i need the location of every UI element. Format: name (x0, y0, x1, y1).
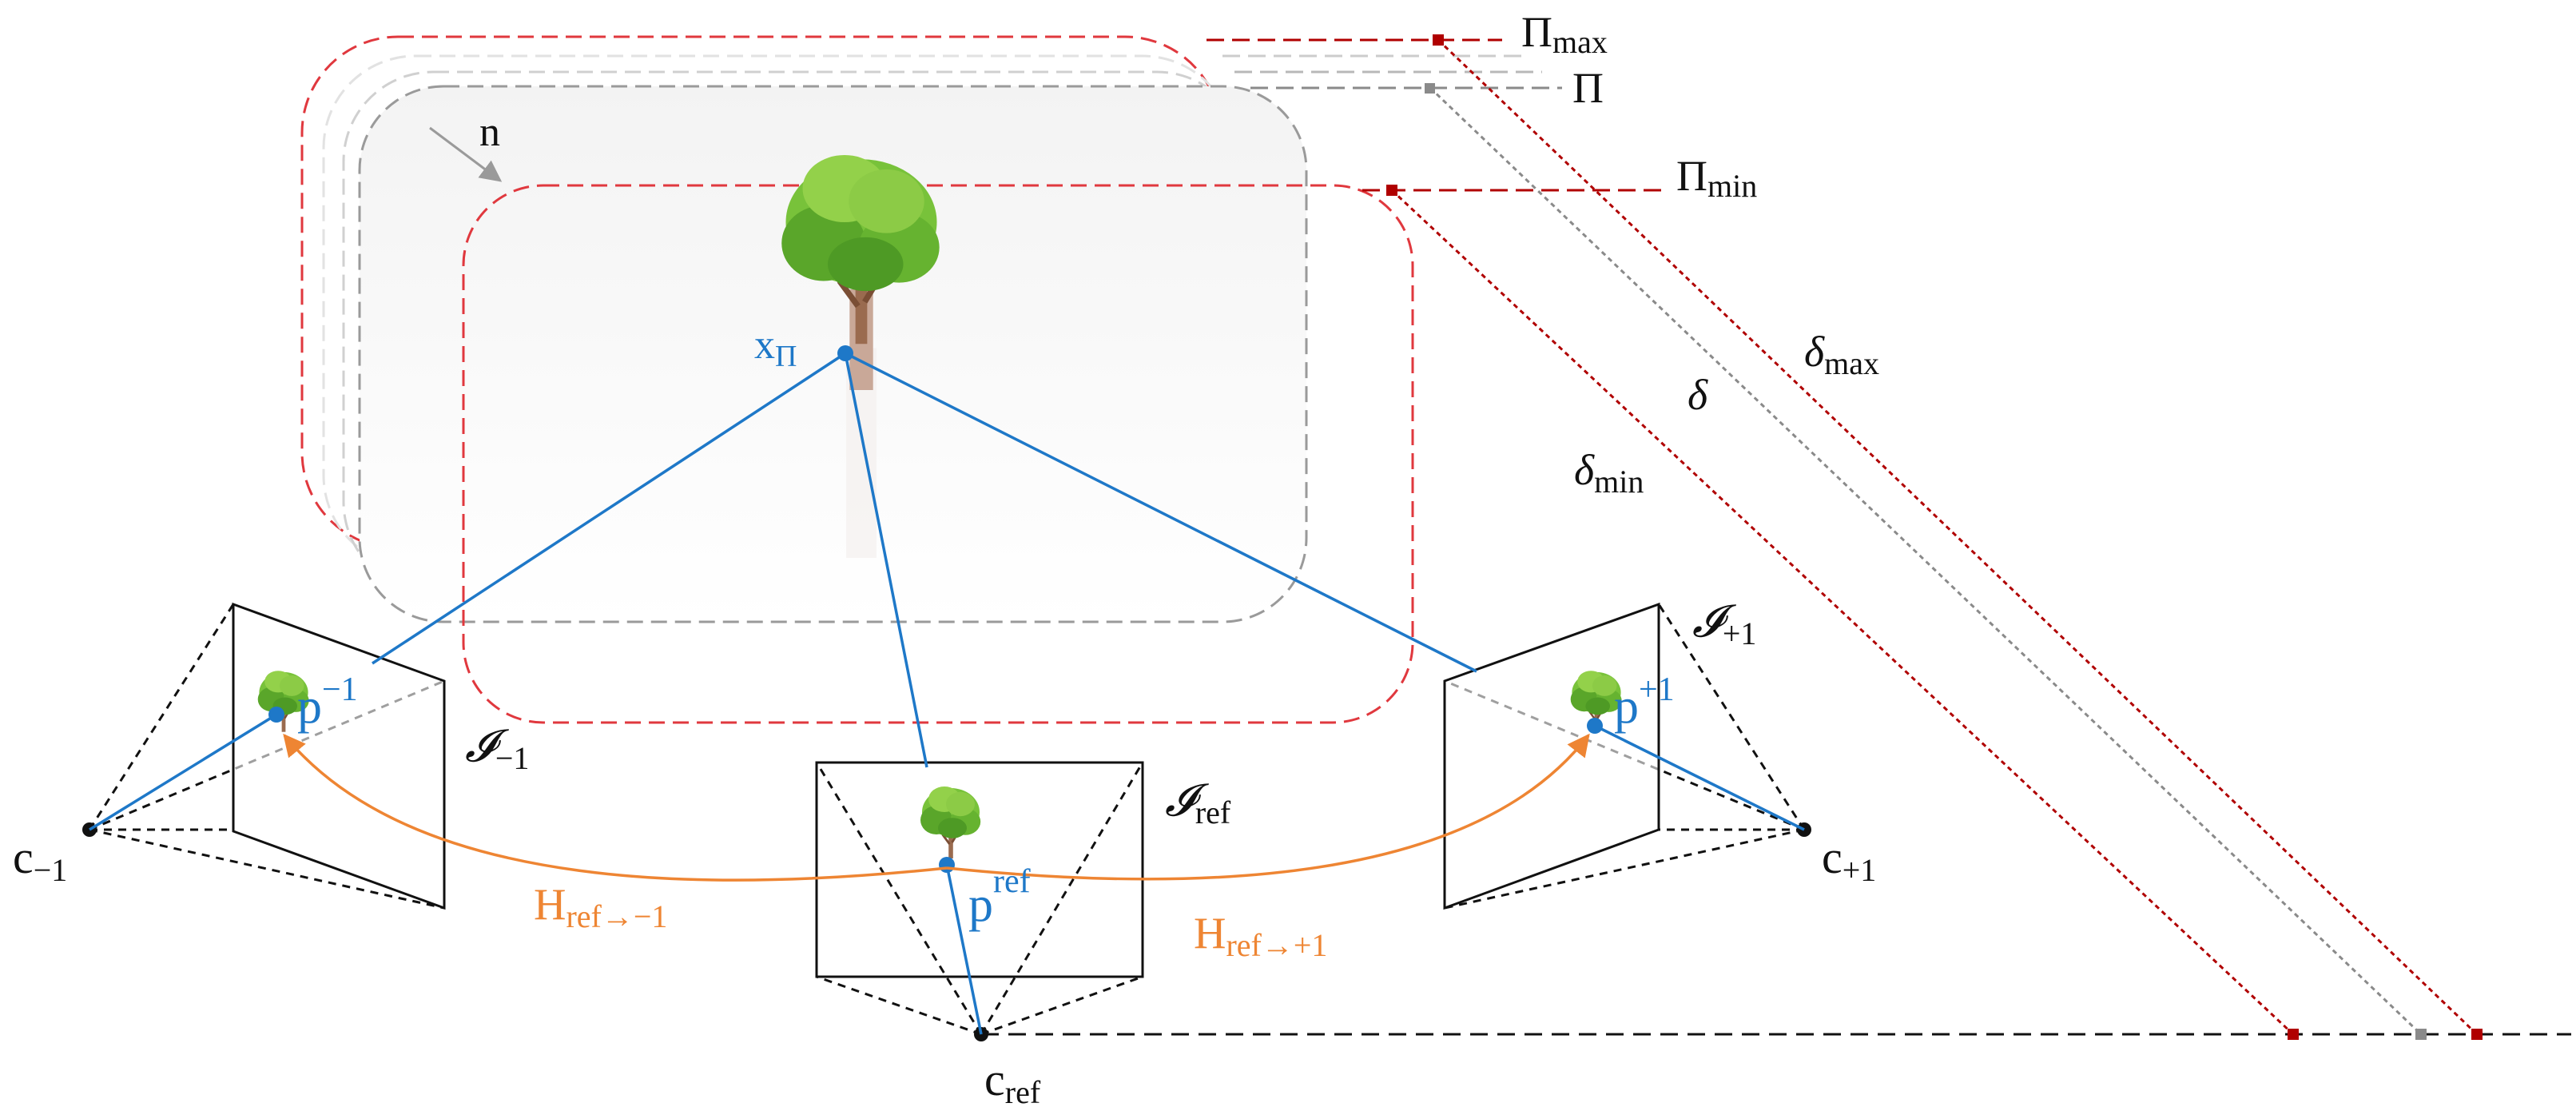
pixel-ref (939, 857, 955, 873)
label-p-ref: pref (968, 863, 1031, 932)
homography-arrow-right (946, 733, 1590, 881)
camera-ref (815, 761, 1144, 1041)
label-image-left: 𝓘−1 (465, 722, 529, 776)
camera-right (1443, 602, 1811, 910)
label-image-ref: 𝓘ref (1165, 776, 1231, 830)
label-pi-min: Πmin (1676, 152, 1757, 204)
plane-pi-min (462, 184, 1414, 724)
image-plane-ref (815, 761, 1144, 978)
label-p-left: p−1 (297, 671, 358, 734)
plane-markers (1207, 34, 1666, 196)
label-p-right: p+1 (1614, 671, 1675, 734)
label-pi: Π (1572, 64, 1604, 112)
camera-left (82, 602, 446, 910)
normal-label: n (479, 110, 500, 155)
normal-arrow (429, 126, 503, 182)
pixel-right (1587, 718, 1603, 734)
label-c-ref: cref (984, 1053, 1041, 1110)
label-c-left: c−1 (13, 831, 67, 888)
label-delta: δ (1688, 371, 1708, 419)
depth-lines (1390, 38, 2479, 1036)
plane-pi (358, 85, 1308, 623)
pixel-left (268, 707, 284, 723)
label-h-left: Href→−1 (534, 880, 667, 934)
tree-icon (781, 155, 939, 558)
homography-arrow-left (283, 733, 948, 882)
image-plane-left (232, 602, 446, 910)
label-delta-max: δmax (1804, 328, 1879, 381)
point-x-pi (837, 345, 853, 361)
label-pi-max: Πmax (1521, 8, 1608, 60)
label-h-right: Href→+1 (1194, 909, 1327, 963)
label-delta-min: δmin (1574, 446, 1644, 500)
rays (89, 352, 1805, 1035)
image-plane-right (1443, 602, 1660, 910)
pi-marker (1425, 83, 1435, 94)
label-c-right: c+1 (1822, 831, 1876, 888)
label-x-pi: xΠ (754, 322, 797, 373)
label-image-right: 𝓘+1 (1692, 597, 1756, 651)
